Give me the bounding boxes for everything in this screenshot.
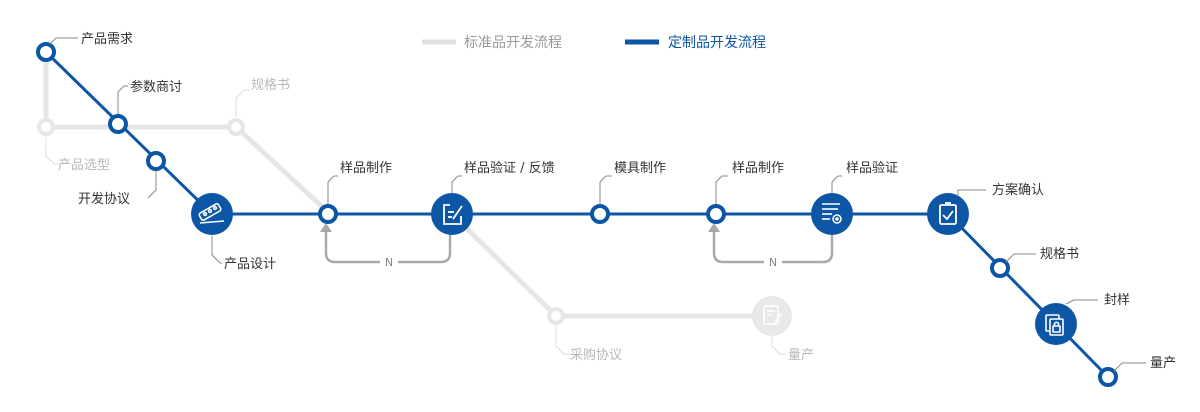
custom-node-requirement: 产品需求 bbox=[36, 32, 133, 62]
step-label-sample-make-1: 样品制作 bbox=[340, 161, 392, 176]
custom-node-sample-make-1: 样品制作 bbox=[318, 161, 392, 224]
standard-step-label-selection: 产品选型 bbox=[58, 158, 110, 173]
custom-node-seal-sample: 封样 bbox=[1035, 293, 1130, 345]
edit-document-icon bbox=[443, 204, 463, 225]
step-label-design: 产品设计 bbox=[224, 257, 276, 272]
custom-node-sample-feedback: 样品验证 / 反馈 bbox=[431, 160, 555, 235]
standard-node-spec: 规格书 bbox=[227, 77, 290, 136]
custom-node-sample-verify: 样品验证 bbox=[811, 160, 898, 235]
loop-label-1: N bbox=[385, 256, 393, 269]
step-label-sample-feedback: 样品验证 / 反馈 bbox=[464, 160, 555, 176]
standard-step-label-mass: 量产 bbox=[788, 348, 814, 363]
loop-label-2: N bbox=[769, 256, 777, 269]
step-label-sample-make-2: 样品制作 bbox=[732, 161, 784, 176]
document-edit-icon bbox=[763, 305, 783, 325]
step-label-requirement: 产品需求 bbox=[81, 32, 133, 47]
feedback-loop-1: N bbox=[320, 223, 452, 270]
locked-documents-icon bbox=[1045, 314, 1064, 336]
standard-node-selection: 产品选型 bbox=[37, 118, 110, 173]
legend: 标准品开发流程 定制品开发流程 bbox=[422, 35, 766, 51]
step-label-mass-production: 量产 bbox=[1150, 356, 1176, 371]
custom-flow-line bbox=[44, 50, 1110, 379]
custom-node-agreement: 开发协议 bbox=[78, 151, 166, 207]
step-label-seal-sample: 封样 bbox=[1104, 293, 1130, 308]
custom-node-parameters: 参数商讨 bbox=[108, 79, 182, 134]
step-label-agreement: 开发协议 bbox=[78, 191, 130, 207]
step-label-mold: 模具制作 bbox=[614, 161, 666, 176]
custom-node-mold: 模具制作 bbox=[590, 161, 666, 224]
standard-node-purchase: 采购协议 bbox=[547, 307, 622, 363]
pencil-ruler-icon bbox=[198, 202, 225, 224]
standard-node-mass: 量产 bbox=[752, 296, 814, 363]
legend-custom-label: 定制品开发流程 bbox=[668, 35, 766, 51]
standard-step-label-purchase: 采购协议 bbox=[570, 347, 622, 363]
custom-node-sample-make-2: 样品制作 bbox=[706, 161, 784, 224]
custom-node-spec: 规格书 bbox=[990, 246, 1079, 278]
custom-node-plan-confirm: 方案确认 bbox=[927, 182, 1044, 235]
step-label-plan-confirm: 方案确认 bbox=[992, 182, 1044, 198]
step-label-parameters: 参数商讨 bbox=[130, 79, 182, 95]
clipboard-check-icon bbox=[939, 202, 957, 225]
standard-step-label-spec: 规格书 bbox=[251, 77, 290, 93]
legend-standard-label: 标准品开发流程 bbox=[464, 35, 562, 51]
document-gear-icon bbox=[822, 203, 842, 224]
custom-node-design: 产品设计 bbox=[191, 193, 276, 272]
step-label-spec: 规格书 bbox=[1040, 246, 1079, 262]
feedback-loop-2: N bbox=[708, 223, 834, 270]
step-label-sample-verify: 样品验证 bbox=[846, 160, 898, 176]
custom-node-mass-production: 量产 bbox=[1098, 356, 1176, 387]
